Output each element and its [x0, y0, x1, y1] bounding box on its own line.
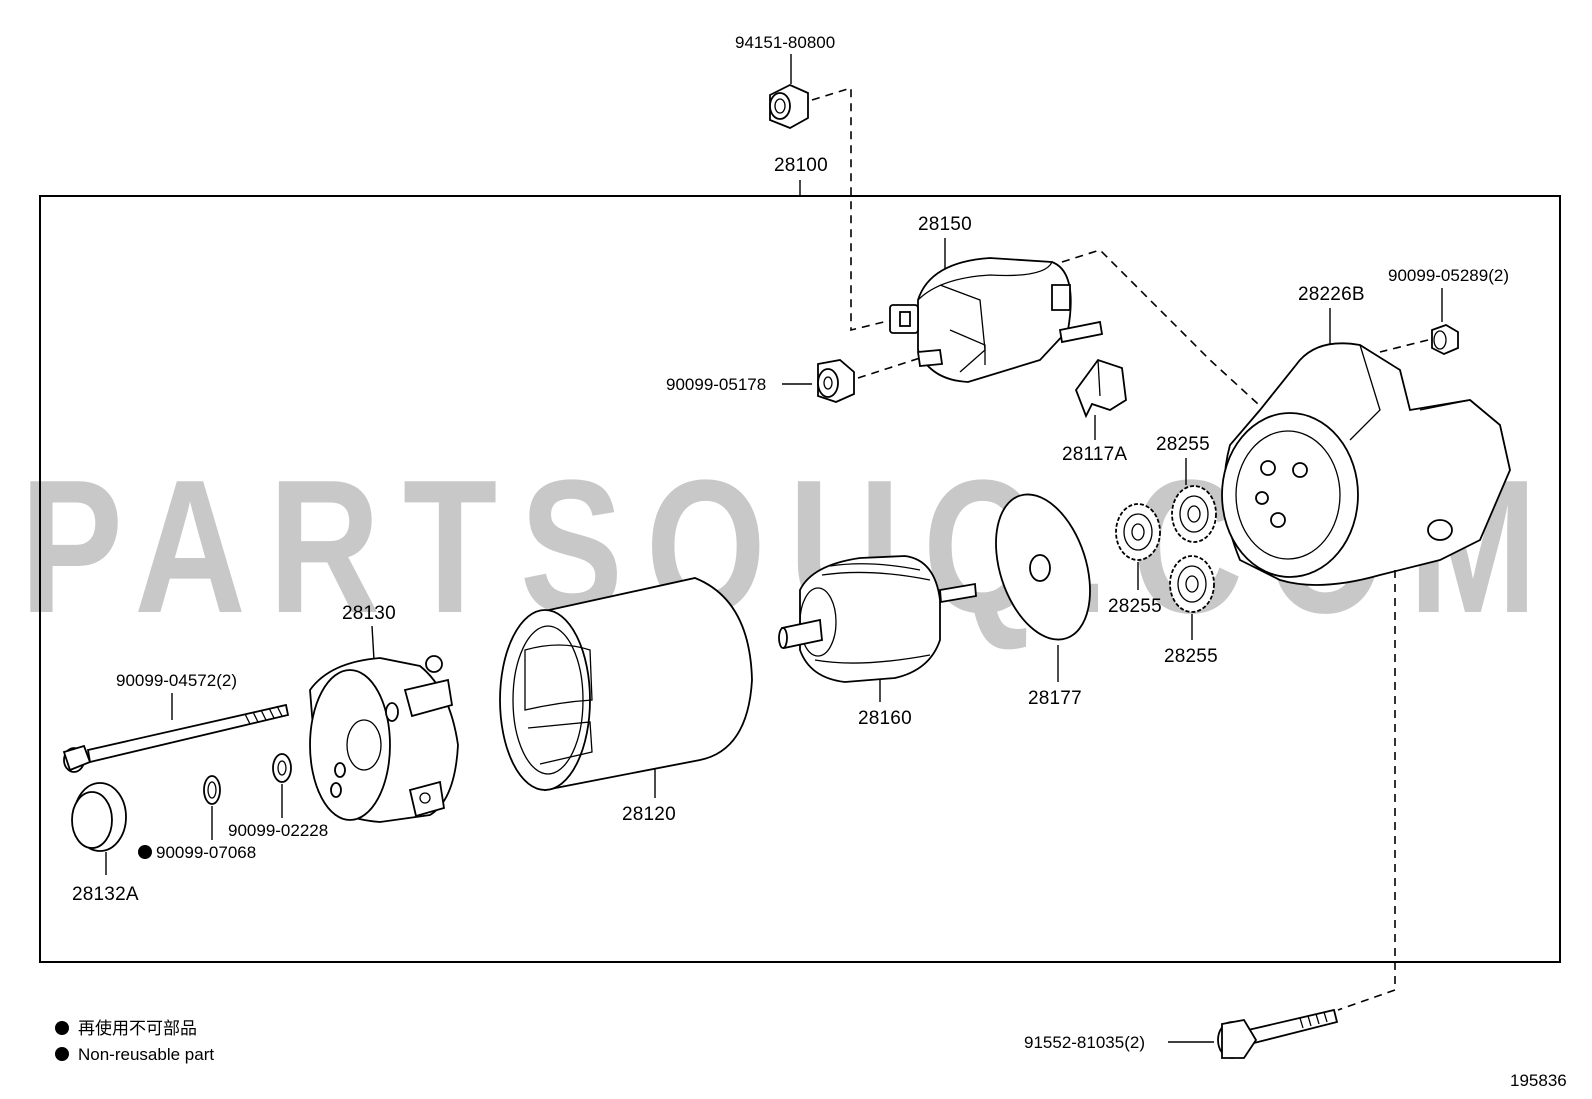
- armature-part[interactable]: [778, 555, 977, 683]
- gear-mid-part[interactable]: [1115, 503, 1161, 561]
- gear-bottom-part[interactable]: [1169, 555, 1215, 613]
- nut-right-part[interactable]: [1431, 324, 1459, 355]
- nut-solenoid-part[interactable]: [817, 359, 855, 403]
- label-cap[interactable]: 28132A: [72, 884, 139, 905]
- legend-jp: 再使用不可部品: [78, 1018, 197, 1038]
- legend-bullet-jp: [55, 1021, 69, 1035]
- housing-part[interactable]: [1221, 342, 1511, 586]
- ring-part[interactable]: [203, 775, 221, 805]
- legend-bullet-en: [55, 1047, 69, 1061]
- gear-top-part[interactable]: [1171, 485, 1217, 543]
- label-ring[interactable]: 90099-07068: [156, 843, 256, 862]
- yoke-part[interactable]: [499, 577, 753, 792]
- assembly-label: 28100: [774, 155, 828, 176]
- plate-part[interactable]: [979, 482, 1107, 651]
- label-nut-top[interactable]: 94151-80800: [735, 33, 835, 52]
- label-gear-top[interactable]: 28255: [1156, 434, 1210, 455]
- label-housing[interactable]: 28226B: [1298, 284, 1365, 305]
- label-solenoid[interactable]: 28150: [918, 214, 972, 235]
- cap-part[interactable]: [71, 782, 127, 852]
- label-through-bolt[interactable]: 90099-04572(2): [116, 671, 237, 690]
- diagram-number: 195836: [1510, 1071, 1567, 1090]
- label-gear-bottom[interactable]: 28255: [1164, 646, 1218, 667]
- legend-en: Non-reusable part: [78, 1045, 214, 1064]
- solenoid-part[interactable]: [889, 257, 1104, 383]
- label-armature[interactable]: 28160: [858, 708, 912, 729]
- nut-top-part[interactable]: [769, 84, 809, 129]
- label-gear-mid[interactable]: 28255: [1108, 596, 1162, 617]
- label-bolt-bottom[interactable]: 91552-81035(2): [1024, 1033, 1145, 1052]
- washer-part[interactable]: [272, 753, 292, 783]
- label-yoke[interactable]: 28120: [622, 804, 676, 825]
- label-end-frame[interactable]: 28130: [342, 603, 396, 624]
- label-clip[interactable]: 28117A: [1062, 444, 1127, 465]
- label-washer[interactable]: 90099-02228: [228, 821, 328, 840]
- bolt-bottom-part[interactable]: [1217, 1008, 1339, 1059]
- clip-part[interactable]: [1074, 358, 1127, 419]
- through-bolt-part[interactable]: [62, 703, 290, 773]
- label-nut-solenoid[interactable]: 90099-05178: [666, 375, 766, 394]
- end-frame-part[interactable]: [309, 655, 459, 823]
- label-nut-right[interactable]: 90099-05289(2): [1388, 266, 1509, 285]
- label-plate[interactable]: 28177: [1028, 688, 1082, 709]
- non-reusable-marker: [138, 845, 152, 859]
